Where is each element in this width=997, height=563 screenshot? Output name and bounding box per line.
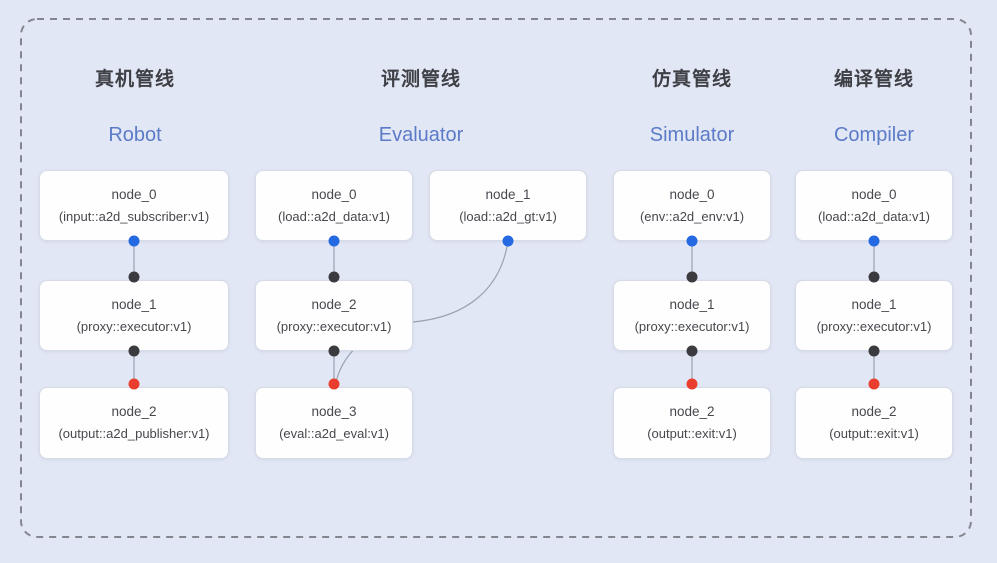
port-dot-dark <box>328 271 340 283</box>
node-box-evaluator-node_0: node_0(load::a2d_data:v1) <box>255 170 413 241</box>
node-box-simulator-node_2: node_2(output::exit:v1) <box>613 387 771 459</box>
node-subtitle: (proxy::executor:v1) <box>76 318 192 334</box>
node-box-robot-node_2: node_2(output::a2d_publisher:v1) <box>39 387 229 459</box>
node-title: node_0 <box>669 186 715 202</box>
node-subtitle: (load::a2d_data:v1) <box>277 208 391 224</box>
port-dot-dark <box>128 345 140 357</box>
node-box-evaluator-node_2: node_2(proxy::executor:v1) <box>255 280 413 351</box>
node-box-compiler-node_1: node_1(proxy::executor:v1) <box>795 280 953 351</box>
node-title: node_1 <box>851 296 897 312</box>
port-dot-dark <box>686 345 698 357</box>
node-box-compiler-node_0: node_0(load::a2d_data:v1) <box>795 170 953 241</box>
node-title: node_2 <box>851 404 897 419</box>
port-dot-red <box>868 378 880 390</box>
pipeline-title-zh-robot: 真机管线 <box>94 69 176 90</box>
node-box-compiler-node_2: node_2(output::exit:v1) <box>795 387 953 459</box>
pipeline-group-frame <box>20 18 972 538</box>
port-dot-blue <box>128 235 140 247</box>
port-dot-dark <box>328 345 340 357</box>
node-box-simulator-node_1: node_1(proxy::executor:v1) <box>613 280 771 351</box>
pipeline-title-en-robot: Robot <box>108 124 162 146</box>
node-title: node_0 <box>111 186 157 202</box>
port-dot-blue <box>502 235 514 247</box>
node-subtitle: (load::a2d_gt:v1) <box>459 208 557 224</box>
node-title: node_3 <box>311 404 357 419</box>
node-title: node_0 <box>851 186 897 202</box>
node-subtitle: (env::a2d_env:v1) <box>639 208 745 224</box>
pipeline-title-en-evaluator: Evaluator <box>378 124 464 146</box>
node-subtitle: (output::exit:v1) <box>829 426 919 441</box>
pipeline-title-zh-evaluator: 评测管线 <box>380 69 462 90</box>
node-title: node_1 <box>111 296 157 312</box>
port-dot-red <box>686 378 698 390</box>
port-dot-blue <box>686 235 698 247</box>
node-box-evaluator-node_3: node_3(eval::a2d_eval:v1) <box>255 387 413 459</box>
node-subtitle: (proxy::executor:v1) <box>634 318 750 334</box>
node-subtitle: (proxy::executor:v1) <box>816 318 932 334</box>
node-box-robot-node_1: node_1(proxy::executor:v1) <box>39 280 229 351</box>
node-subtitle: (proxy::executor:v1) <box>276 318 392 334</box>
node-title: node_1 <box>669 296 715 312</box>
node-subtitle: (output::a2d_publisher:v1) <box>58 426 210 441</box>
pipeline-title-en-simulator: Simulator <box>649 124 735 146</box>
node-title: node_2 <box>669 404 715 419</box>
pipeline-title-zh-compiler: 编译管线 <box>833 69 915 90</box>
node-subtitle: (load::a2d_data:v1) <box>817 208 931 224</box>
node-box-simulator-node_0: node_0(env::a2d_env:v1) <box>613 170 771 241</box>
pipeline-title-en-compiler: Compiler <box>833 124 915 146</box>
node-box-robot-node_0: node_0(input::a2d_subscriber:v1) <box>39 170 229 241</box>
port-dot-blue <box>868 235 880 247</box>
node-subtitle: (eval::a2d_eval:v1) <box>279 426 389 441</box>
node-title: node_2 <box>111 404 157 419</box>
node-subtitle: (input::a2d_subscriber:v1) <box>58 208 210 224</box>
port-dot-red <box>328 378 340 390</box>
port-dot-red <box>128 378 140 390</box>
edge-connector-evaluator <box>335 240 509 383</box>
node-title: node_1 <box>485 186 531 202</box>
port-dot-dark <box>868 345 880 357</box>
node-title: node_2 <box>311 296 357 312</box>
port-dot-dark <box>686 271 698 283</box>
node-subtitle: (output::exit:v1) <box>647 426 737 441</box>
node-box-evaluator-node_1: node_1(load::a2d_gt:v1) <box>429 170 587 241</box>
port-dot-blue <box>328 235 340 247</box>
node-title: node_0 <box>311 186 357 202</box>
port-dot-dark <box>128 271 140 283</box>
port-dot-dark <box>868 271 880 283</box>
pipeline-title-zh-simulator: 仿真管线 <box>651 69 733 90</box>
